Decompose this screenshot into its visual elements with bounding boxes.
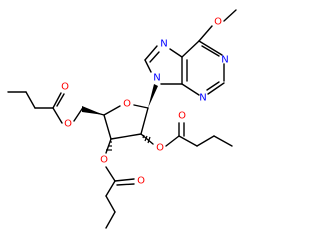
atom-o-ester1-carbonyl: O [61,82,69,93]
bond-o-c6 [198,25,213,42]
bond-c4-c3 [103,114,112,140]
bond-o-ester2-carbon [105,166,116,182]
bond-ester1-carbonyl-double [56,93,65,107]
atom-n-pyrimidine-bottom: N [199,93,206,104]
hash-bond-c2-o [142,134,151,144]
atom-o-ring: O [123,99,131,110]
atom-o-ester2-carbonyl: O [137,176,145,187]
bond-c2-c1 [140,107,149,135]
bond-ester2-carbonyl [114,178,135,182]
bond-o4-c4 [103,105,121,116]
atom-o-ester1-single: O [64,119,72,130]
bond-ester1-chain-2 [25,91,36,109]
wedge-bond-c1-n9 [148,84,158,108]
bond-ester3-chain-2 [196,135,215,147]
bond-c5-c6 [181,40,200,58]
bond-ester3-chain-3 [213,135,233,147]
bond-ester2-chain-1 [105,180,116,197]
atom-n7: N [160,39,167,50]
bond-o-ester3-carbon [165,135,180,147]
atom-o-methoxy: O [214,17,222,28]
atom-n9: N [153,73,160,84]
bond-methyl-o [223,9,237,22]
bond-layer [7,9,237,229]
bond-ester2-chain-3 [105,211,116,229]
bond-c8-n9 [144,59,152,73]
bond-c2-n3 [207,82,225,95]
bond-ester3-chain-1 [178,135,198,147]
bond-c6-n1 [198,40,223,56]
bond-c5-n7 [169,48,183,58]
bond-c2-o [140,133,154,145]
hash-bond-c3-o [106,141,112,151]
bond-ester2-carbonyl-double [116,183,135,186]
bond-o-ester1-carbon [52,107,63,124]
stereo-bond-layer [82,84,158,151]
bond-c2-n3-double [206,81,220,91]
atom-o-ester3-carbonyl: O [178,111,186,122]
bond-c6-n1-double [201,45,220,57]
atom-o-ester2-single: O [100,155,108,166]
bond-ester1-carbonyl [52,92,62,109]
bond-n7-c8 [144,45,158,61]
bond-c1-o4 [133,104,149,109]
atom-n-pyrimidine-top: N [221,55,228,66]
chemical-structure-diagram: O N N N N O O O O O O O [7,9,237,229]
wedge-bond-c4-c5prime [82,106,104,115]
bond-c5prime-o [73,108,83,122]
atom-label-layer: O N N N N O O O O O O O [61,17,229,187]
atom-o-ester3-single: O [156,143,164,154]
bond-n7-c8-double [149,51,160,63]
bond-n3-c4 [181,83,200,96]
bond-ester2-chain-2 [105,195,116,213]
bond-c3-c2 [110,133,142,140]
